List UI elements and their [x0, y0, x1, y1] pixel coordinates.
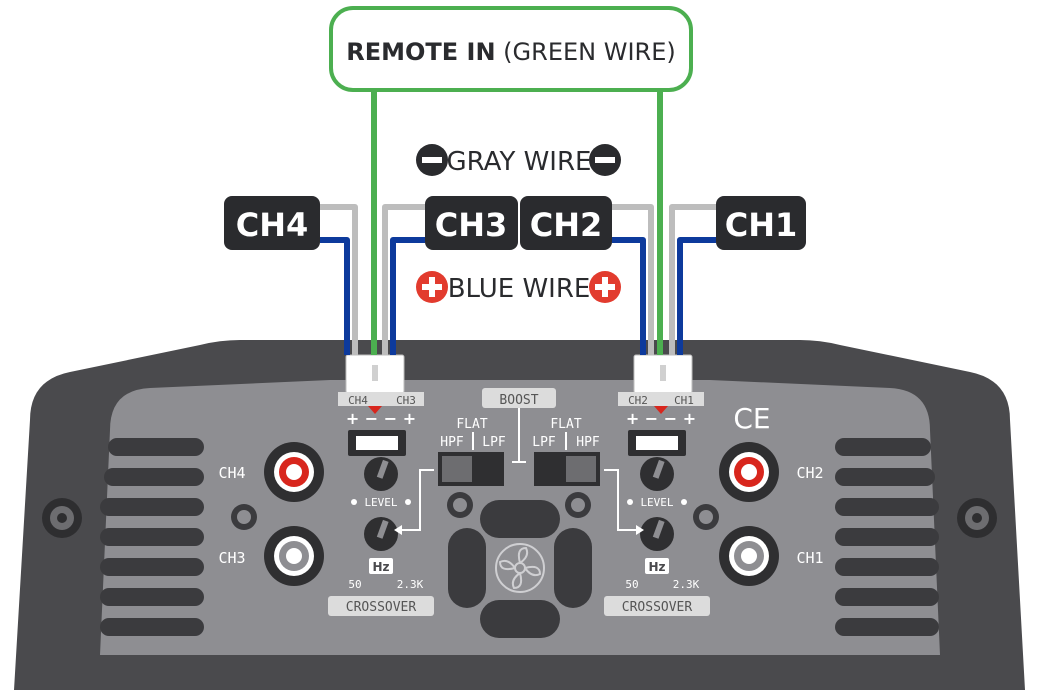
ce-mark: CE	[733, 402, 770, 435]
mounting-screw-left	[42, 498, 82, 538]
signal-arrow-left	[402, 469, 434, 531]
input-port-left	[348, 430, 406, 456]
dot-icon	[627, 499, 633, 505]
mounting-screw-right	[957, 498, 997, 538]
dot-icon	[405, 499, 411, 505]
hz-label-left: Hz	[372, 560, 389, 574]
remote-in-subtitle: (GREEN WIRE)	[496, 38, 676, 66]
blue-wire-ch4	[320, 237, 350, 355]
freq-max-left: 2.3K	[397, 578, 424, 591]
filter-switch-left[interactable]	[438, 452, 504, 486]
vent-slots-right	[835, 438, 939, 636]
polarity-label-left: + − − +	[346, 409, 416, 428]
crossover-knob-left[interactable]	[364, 517, 398, 551]
rca-jack-ch4	[264, 442, 324, 502]
badge-ch4-label: CH4	[236, 206, 309, 244]
level-knob-right-top[interactable]	[640, 457, 674, 491]
remote-in-label: REMOTE IN (GREEN WIRE)	[346, 38, 675, 66]
gray-wire-ch4	[320, 204, 358, 355]
panel-screw-center-left	[447, 492, 473, 518]
fan-icon	[495, 543, 545, 593]
rca-jack-ch1	[719, 526, 779, 586]
freq-min-left: 50	[348, 578, 361, 591]
badge-ch2-label: CH2	[530, 206, 603, 244]
badge-ch3: CH3	[425, 196, 518, 250]
dot-icon	[351, 499, 357, 505]
vent-slots-left	[100, 438, 204, 636]
connector-label-ch3: CH3	[396, 394, 416, 407]
speaker-connector-left	[338, 354, 424, 414]
rca-label-ch4: CH4	[218, 464, 245, 482]
blue-wire-label: BLUE WIRE	[448, 274, 591, 304]
gray-wire-ch3	[382, 204, 425, 355]
minus-icon	[589, 144, 621, 176]
level-label-right: LEVEL	[640, 496, 673, 509]
input-port-right	[628, 430, 686, 456]
badge-ch1: CH1	[716, 196, 806, 250]
hz-label-right: Hz	[648, 560, 665, 574]
filter-lpf-right: LPF	[532, 435, 556, 450]
freq-max-right: 2.3K	[673, 578, 700, 591]
rca-jack-ch2	[719, 442, 779, 502]
blue-wire-ch3	[390, 237, 425, 355]
filter-lpf-left: LPF	[482, 435, 506, 450]
level-knob-left-top[interactable]	[364, 457, 398, 491]
blue-wire-ch1	[677, 237, 716, 355]
crossover-label-left: CROSSOVER	[346, 600, 417, 615]
gray-wire-label: GRAY WIRE	[447, 147, 592, 177]
plus-icon	[589, 271, 621, 303]
dot-icon	[681, 499, 687, 505]
rca-label-ch1: CH1	[796, 549, 823, 567]
filter-hpf-left: HPF	[440, 435, 464, 450]
connector-label-ch1: CH1	[674, 394, 694, 407]
rca-label-ch3: CH3	[218, 549, 245, 567]
rca-label-ch2: CH2	[796, 464, 823, 482]
badge-ch3-label: CH3	[435, 206, 508, 244]
panel-screw-center-right	[565, 492, 591, 518]
crossover-label-right: CROSSOVER	[622, 600, 693, 615]
remote-in-box	[329, 6, 693, 92]
fan-grill	[448, 500, 592, 638]
badge-ch1-label: CH1	[725, 206, 798, 244]
gray-wire-ch2	[612, 204, 654, 355]
remote-in-title: REMOTE IN	[346, 38, 495, 66]
badge-ch4: CH4	[224, 196, 320, 250]
polarity-label-right: + − − +	[626, 409, 696, 428]
filter-flat-right: FLAT	[550, 417, 581, 432]
badge-ch2: CH2	[520, 196, 612, 250]
wires-left	[320, 90, 425, 355]
panel-screw-right	[693, 504, 719, 530]
blue-wire-ch2	[612, 237, 646, 355]
gray-wire-ch1	[669, 204, 716, 355]
freq-min-right: 50	[625, 578, 638, 591]
rca-jack-ch3	[264, 526, 324, 586]
wires-right	[612, 90, 716, 355]
connector-label-ch4: CH4	[348, 394, 368, 407]
connector-label-ch2: CH2	[628, 394, 648, 407]
plus-icon	[416, 271, 448, 303]
filter-hpf-right: HPF	[576, 435, 600, 450]
speaker-connector-right	[618, 354, 704, 414]
level-label-left: LEVEL	[364, 496, 397, 509]
minus-icon	[416, 144, 448, 176]
boost-label: BOOST	[499, 393, 538, 408]
crossover-knob-right[interactable]	[640, 517, 674, 551]
panel-screw-left	[231, 504, 257, 530]
signal-arrow-right	[604, 469, 636, 531]
filter-switch-right[interactable]	[534, 452, 600, 486]
filter-flat-left: FLAT	[456, 417, 487, 432]
